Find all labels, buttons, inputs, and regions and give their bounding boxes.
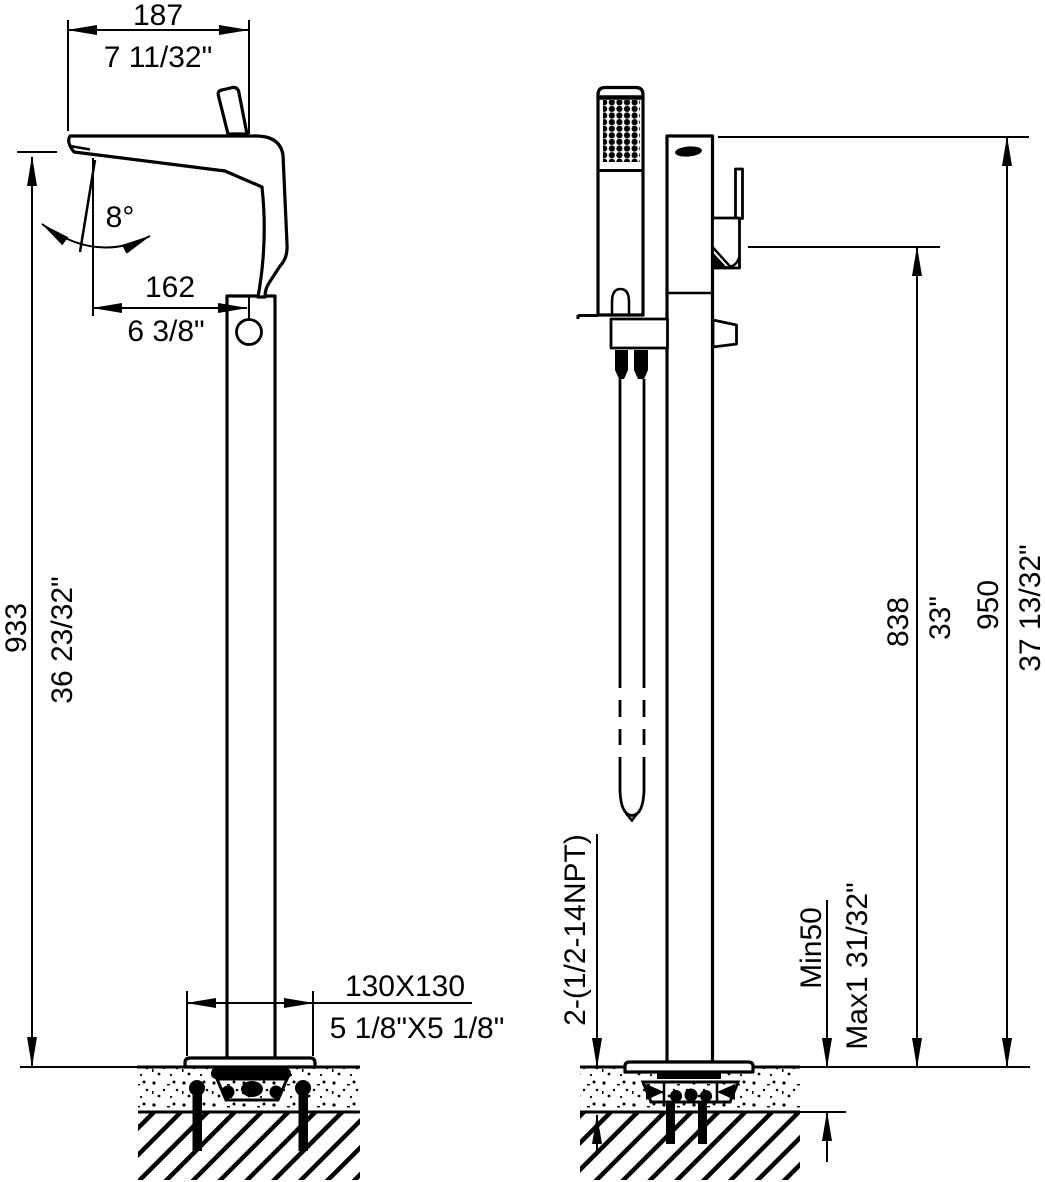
spray-face-dots <box>603 100 640 162</box>
diverter-knob <box>235 318 263 346</box>
bolt-head <box>700 1090 712 1102</box>
dim-label-mm: 933 <box>0 603 33 653</box>
dim-spout-angle: 8° <box>41 158 151 316</box>
subfloor-hatch <box>138 1113 360 1180</box>
bolt-head <box>269 1085 283 1099</box>
dim-label-max: Max1 31/32" <box>841 882 874 1049</box>
holder-lip <box>576 314 598 319</box>
bolt-head <box>221 1085 235 1099</box>
base-plate-left <box>183 1056 317 1069</box>
mount-nut <box>241 1081 263 1097</box>
anchor-rod <box>192 1094 202 1151</box>
anchor-rod <box>698 1102 707 1144</box>
hose-nut <box>615 350 628 379</box>
shower-hose <box>618 379 646 823</box>
gasket-bar <box>657 1072 721 1079</box>
spout-body <box>67 134 289 299</box>
dim-floor-thickness: Min50 Max1 31/32" <box>795 882 874 1162</box>
gasket-bar <box>211 1068 291 1079</box>
hose-nut <box>634 350 648 379</box>
dim-label-mm: 187 <box>133 0 183 32</box>
bracket-detail-line <box>711 246 732 269</box>
wedge-right <box>717 1084 735 1100</box>
right-view: 838 33" 950 37 13/32" Min50 Max1 31/32" … <box>559 85 1045 1180</box>
base-plate-right <box>623 1060 755 1074</box>
left-view: 187 7 11/32" 8° 162 6 3/8" 933 36 23/32" <box>0 0 504 1180</box>
floor-section-right <box>580 1065 1030 1180</box>
bolt-head <box>684 1088 698 1102</box>
bolt-head <box>670 1090 682 1102</box>
dim-label-mm: 838 <box>882 597 915 647</box>
anchor-rod <box>666 1102 675 1144</box>
anchor-bolt-head <box>295 1080 311 1096</box>
dim-overall-height: 950 37 13/32" <box>718 136 1045 1068</box>
dim-label-in: 6 3/8" <box>127 315 204 348</box>
spout-outlet <box>675 146 702 157</box>
dim-base-size: 130X130 5 1/8"X5 1/8" <box>186 970 505 1056</box>
hand-shower <box>576 85 669 823</box>
angle-arc <box>41 223 151 254</box>
dim-handle-height: 838 33" <box>748 246 957 1068</box>
bracket-shadow <box>712 252 727 268</box>
diverter-knob <box>711 318 738 349</box>
anchor-rod <box>298 1094 308 1151</box>
inlet-spec-label: 2-(1/2-14NPT) <box>559 834 592 1026</box>
dim-label-in: 36 23/32" <box>46 576 79 703</box>
faucet-left <box>67 20 317 1151</box>
angle-label: 8° <box>106 201 135 234</box>
bracket-foot <box>725 255 741 269</box>
riser-column <box>665 134 715 1064</box>
dim-label-in: 5 1/8"X5 1/8" <box>330 1012 505 1045</box>
wand-inlet-cone <box>610 287 631 315</box>
dim-label-min: Min50 <box>795 907 828 989</box>
anchor-assembly-right <box>640 1080 741 1144</box>
shower-holder-bracket <box>609 317 669 350</box>
riser-column <box>225 294 277 1060</box>
handle-lever <box>734 167 744 220</box>
anchor-assembly-left <box>189 1068 311 1151</box>
faucet-right <box>623 134 755 1144</box>
dim-height: 933 36 23/32" <box>0 151 79 1067</box>
wedge-left <box>646 1084 664 1100</box>
dim-label-mm: 950 <box>972 580 1005 630</box>
handle-lever <box>216 85 249 136</box>
dim-spout-center: 162 6 3/8" <box>92 271 248 348</box>
dim-label-in: 33" <box>924 596 957 640</box>
dim-spout-reach: 187 7 11/32" <box>67 0 249 131</box>
spout-tip-detail <box>69 144 91 151</box>
dim-label-in: 7 11/32" <box>104 41 213 74</box>
bracket-inner-lines <box>662 1082 719 1102</box>
dim-label-mm: 130X130 <box>345 970 465 1003</box>
subfloor-hatch <box>580 1113 800 1180</box>
dim-label-mm: 162 <box>145 271 195 304</box>
dim-label-in: 37 13/32" <box>1014 544 1045 671</box>
anchor-bolt-head <box>189 1080 205 1096</box>
inlet-spec-leader: 2-(1/2-14NPT) <box>559 834 602 1155</box>
